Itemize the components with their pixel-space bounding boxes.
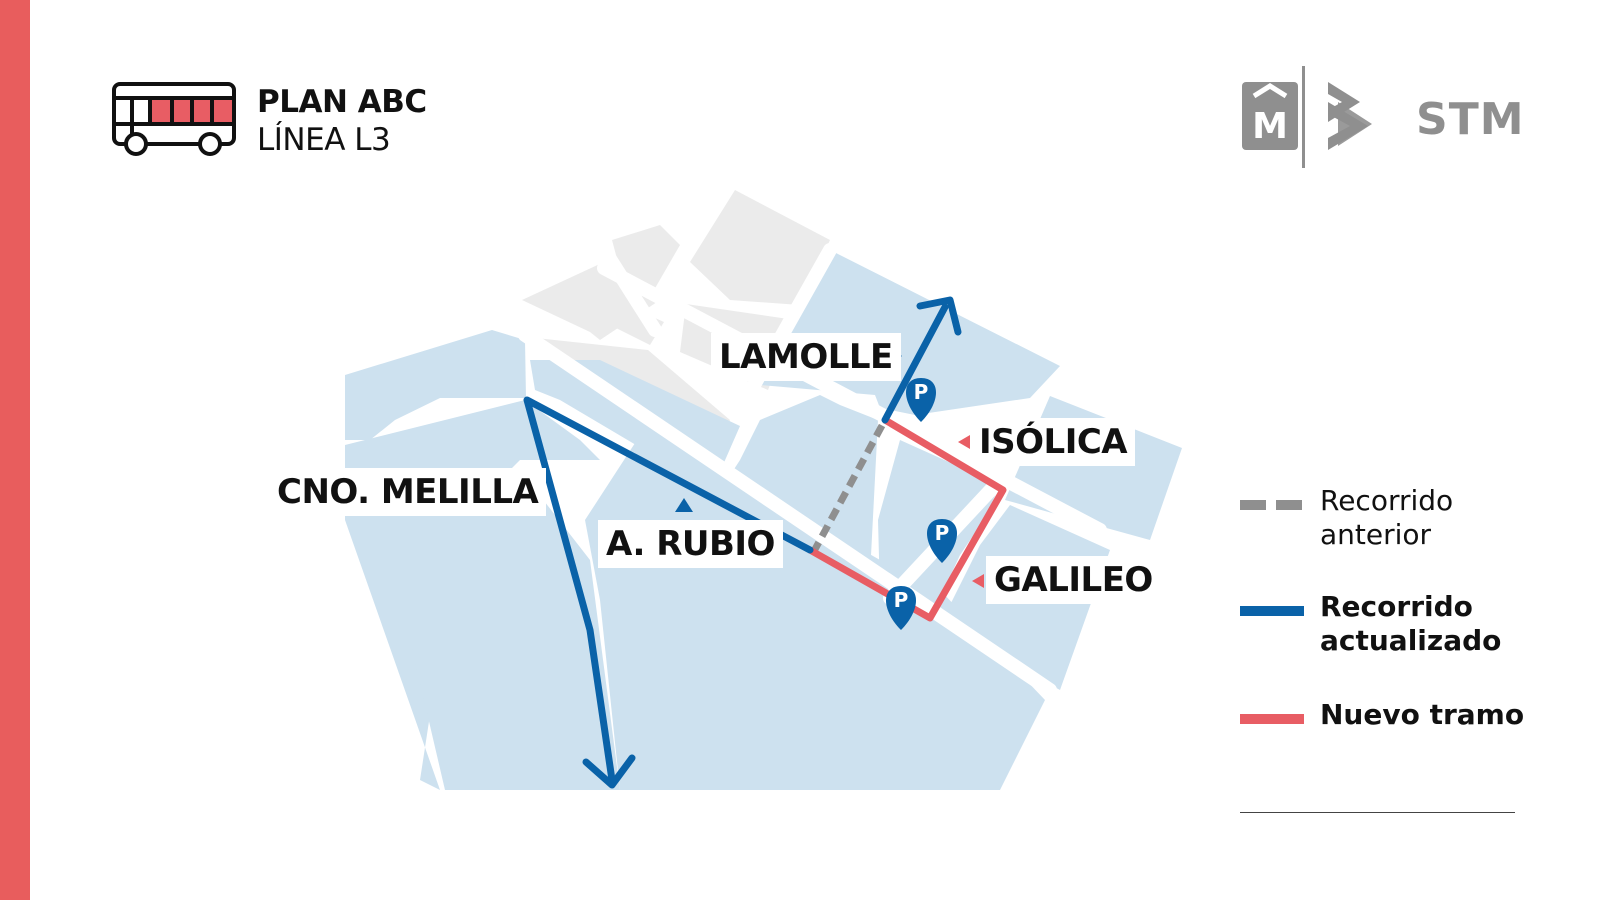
galileo-pointer [972, 574, 984, 588]
legend-swatch-updated [1240, 606, 1304, 616]
header-title: PLAN ABC [257, 84, 427, 120]
svg-text:M: M [1252, 106, 1288, 147]
legend-label-new: Nuevo tramo [1320, 698, 1525, 731]
header: PLAN ABC LÍNEA L3 [112, 80, 442, 160]
brand-name: STM [1416, 94, 1525, 145]
legend: Recorrido anterior Recorrido actualizado… [1240, 484, 1530, 824]
street-label-isolica: ISÓLICA [971, 418, 1136, 466]
updated-route [523, 296, 962, 789]
brand-logos: M STM [1242, 66, 1524, 176]
street-label-melilla: CNO. MELILLA [269, 468, 547, 516]
accent-stripe [0, 0, 30, 900]
parking-pin: P [886, 586, 916, 630]
street-lines [518, 233, 1107, 697]
legend-divider [1240, 812, 1515, 813]
street-label-rubio: A. RUBIO [598, 520, 783, 568]
previous-route [809, 418, 889, 555]
legend-swatch-previous-a [1240, 500, 1266, 510]
legend-label-previous: Recorrido anterior [1320, 484, 1454, 551]
parking-pin: P [906, 378, 936, 422]
intendencia-m-logo: M [1242, 82, 1298, 150]
svg-text:P: P [914, 380, 929, 404]
legend-swatch-previous-b [1276, 500, 1302, 510]
header-subtitle: LÍNEA L3 [257, 122, 391, 158]
svg-text:P: P [935, 521, 950, 545]
isolica-pointer [958, 435, 970, 449]
street-label-lamolle: LAMOLLE [711, 333, 901, 381]
bus-icon [112, 82, 236, 156]
street-label-galileo: GALILEO [986, 556, 1161, 604]
legend-label-updated: Recorrido actualizado [1320, 590, 1502, 657]
brand-divider [1302, 66, 1305, 168]
legend-swatch-new [1240, 714, 1304, 724]
stm-chevron-logo [1328, 82, 1372, 150]
svg-text:P: P [894, 588, 909, 612]
new-route-section [808, 416, 1007, 622]
parking-pin: P [927, 519, 957, 563]
rubio-pointer [675, 498, 693, 512]
